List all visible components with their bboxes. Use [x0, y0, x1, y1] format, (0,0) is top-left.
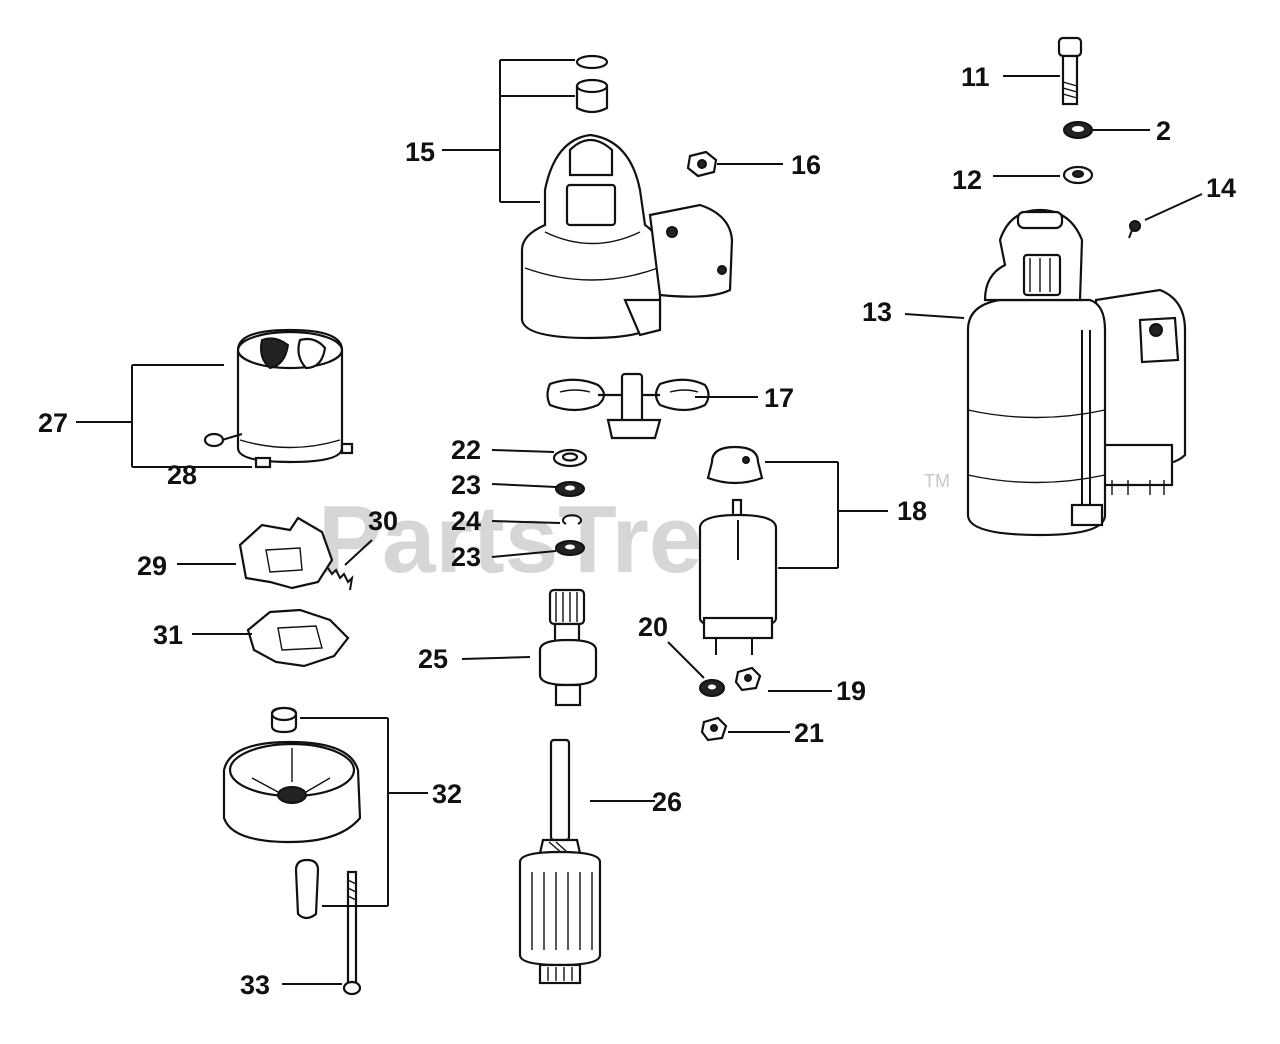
callout-16: 16 — [791, 150, 821, 180]
callout-18: 18 — [897, 496, 927, 526]
part-20-nut[interactable] — [699, 679, 725, 697]
callout-23-top: 23 — [451, 470, 481, 500]
part-32-end-cap[interactable] — [222, 706, 362, 996]
callout-17: 17 — [764, 383, 794, 413]
part-13-starter-assembly[interactable] — [966, 208, 1187, 537]
callout-13: 13 — [862, 297, 892, 327]
part-11-bolt[interactable] — [1057, 36, 1083, 106]
callout-labels: 11 2 12 14 13 15 16 17 18 19 20 21 22 23… — [38, 62, 1236, 1000]
part-25-drive-pinion[interactable] — [538, 588, 598, 707]
callout-15: 15 — [405, 137, 435, 167]
part-23-thrust-washer-bottom[interactable] — [555, 540, 585, 556]
watermark-trademark: TM — [924, 471, 950, 491]
callout-12: 12 — [952, 165, 982, 195]
callout-22: 22 — [451, 435, 481, 465]
callout-24: 24 — [451, 506, 481, 536]
part-24-retaining-ring[interactable] — [562, 514, 582, 525]
part-16-nut[interactable] — [686, 150, 718, 178]
part-12-washer[interactable] — [1062, 165, 1094, 185]
part-18-solenoid[interactable] — [698, 445, 778, 655]
callout-28: 28 — [167, 460, 197, 490]
callout-29: 29 — [137, 551, 167, 581]
callout-2: 2 — [1156, 116, 1171, 146]
watermark-text: PartsTree — [318, 486, 756, 593]
callout-21: 21 — [794, 718, 824, 748]
part-2-lock-washer[interactable] — [1063, 121, 1093, 139]
part-15-drive-end-housing[interactable] — [520, 54, 734, 340]
callout-32: 32 — [432, 779, 462, 809]
callout-31: 31 — [153, 620, 183, 650]
callout-23-bottom: 23 — [451, 542, 481, 572]
callout-33: 33 — [240, 970, 270, 1000]
part-22-washer[interactable] — [552, 448, 588, 468]
callout-25: 25 — [418, 644, 448, 674]
part-31-brush-retainer[interactable] — [246, 608, 350, 668]
part-19-nut[interactable] — [734, 666, 762, 692]
part-21-nut[interactable] — [700, 716, 728, 742]
part-27-frame-assembly[interactable] — [236, 328, 344, 464]
callout-27: 27 — [38, 408, 68, 438]
callout-30: 30 — [368, 506, 398, 536]
leader-lines — [76, 59, 1203, 985]
callout-11: 11 — [961, 62, 990, 92]
callout-19: 19 — [836, 676, 866, 706]
part-28-terminal[interactable] — [203, 432, 354, 469]
part-23-thrust-washer-top[interactable] — [555, 481, 585, 497]
part-26-armature[interactable] — [518, 738, 602, 985]
part-30-spring[interactable] — [327, 567, 354, 591]
callout-26: 26 — [652, 787, 682, 817]
part-29-brush-plate[interactable] — [238, 516, 334, 590]
part-17-brush-holder[interactable] — [546, 372, 710, 440]
part-14-screw[interactable] — [1128, 220, 1141, 239]
callout-14: 14 — [1206, 173, 1236, 203]
callout-20: 20 — [638, 612, 668, 642]
